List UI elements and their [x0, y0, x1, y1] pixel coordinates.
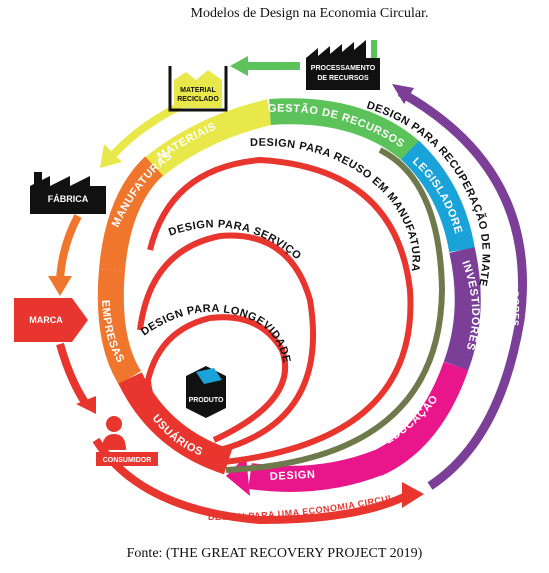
- material-label-1: MATERIAL: [180, 87, 216, 94]
- ring-manufaturas: [99, 156, 164, 272]
- figure-title: Modelos de Design na Economia Circular.: [190, 6, 429, 21]
- ring-label-design: DESIGN: [270, 469, 316, 483]
- ring-educacao: [370, 361, 469, 476]
- economia-circular-arrowhead: [402, 482, 424, 508]
- ring-investidores: [443, 247, 481, 371]
- processamento-icon: PROCESSAMENTO DE RECURSOS: [306, 40, 380, 90]
- marca-consumidor-arrow: [56, 342, 90, 407]
- orange-flow-arrowhead: [48, 276, 72, 296]
- loop-reuso: [147, 156, 414, 465]
- yellow-flow-arrowhead: [100, 144, 122, 168]
- economia-circular-arc: [92, 437, 412, 525]
- marca-label: MARCA: [29, 315, 63, 325]
- ring-design: [248, 449, 385, 492]
- loop-longevidade: [144, 314, 289, 443]
- influenciadores-arrowhead: [392, 84, 414, 104]
- consumidor-icon: CONSUMIDOR: [96, 416, 158, 466]
- green-flow-arrowhead: [230, 56, 248, 76]
- produto-icon: PRODUTO: [186, 366, 226, 418]
- fabrica-icon: FÁBRICA: [30, 172, 106, 214]
- orange-flow-arrow: [56, 214, 82, 281]
- figure-source: Fonte: (THE GREAT RECOVERY PROJECT 2019): [126, 546, 423, 561]
- consumidor-label: CONSUMIDOR: [103, 457, 152, 464]
- loop-servicos: [137, 232, 317, 453]
- ring-empresas: [97, 268, 142, 385]
- loop-label-longevidade: DESIGN PARA LONGEVIDADE: [139, 303, 293, 364]
- material-reciclado-icon: MATERIAL RECICLADO: [168, 66, 228, 112]
- processamento-label-2: DE RECURSOS: [317, 75, 369, 82]
- material-label-2: RECICLADO: [177, 96, 219, 103]
- ring-gestao: [269, 98, 421, 162]
- processamento-label-1: PROCESSAMENTO: [311, 65, 376, 72]
- ring-usuarios: [118, 372, 233, 475]
- produto-label: PRODUTO: [189, 397, 224, 404]
- marca-consumidor-arrowhead: [76, 396, 96, 414]
- fabrica-label: FÁBRICA: [48, 194, 89, 204]
- influenciadores-arc: [397, 88, 527, 490]
- ring-materiais: [141, 99, 273, 181]
- ring-legisladores: [400, 140, 475, 253]
- loop-label-servicos: DESIGN PARA SERVIÇOS: [0, 0, 304, 262]
- loop-recuperacao: [225, 147, 446, 473]
- marca-tag: MARCA: [14, 298, 88, 342]
